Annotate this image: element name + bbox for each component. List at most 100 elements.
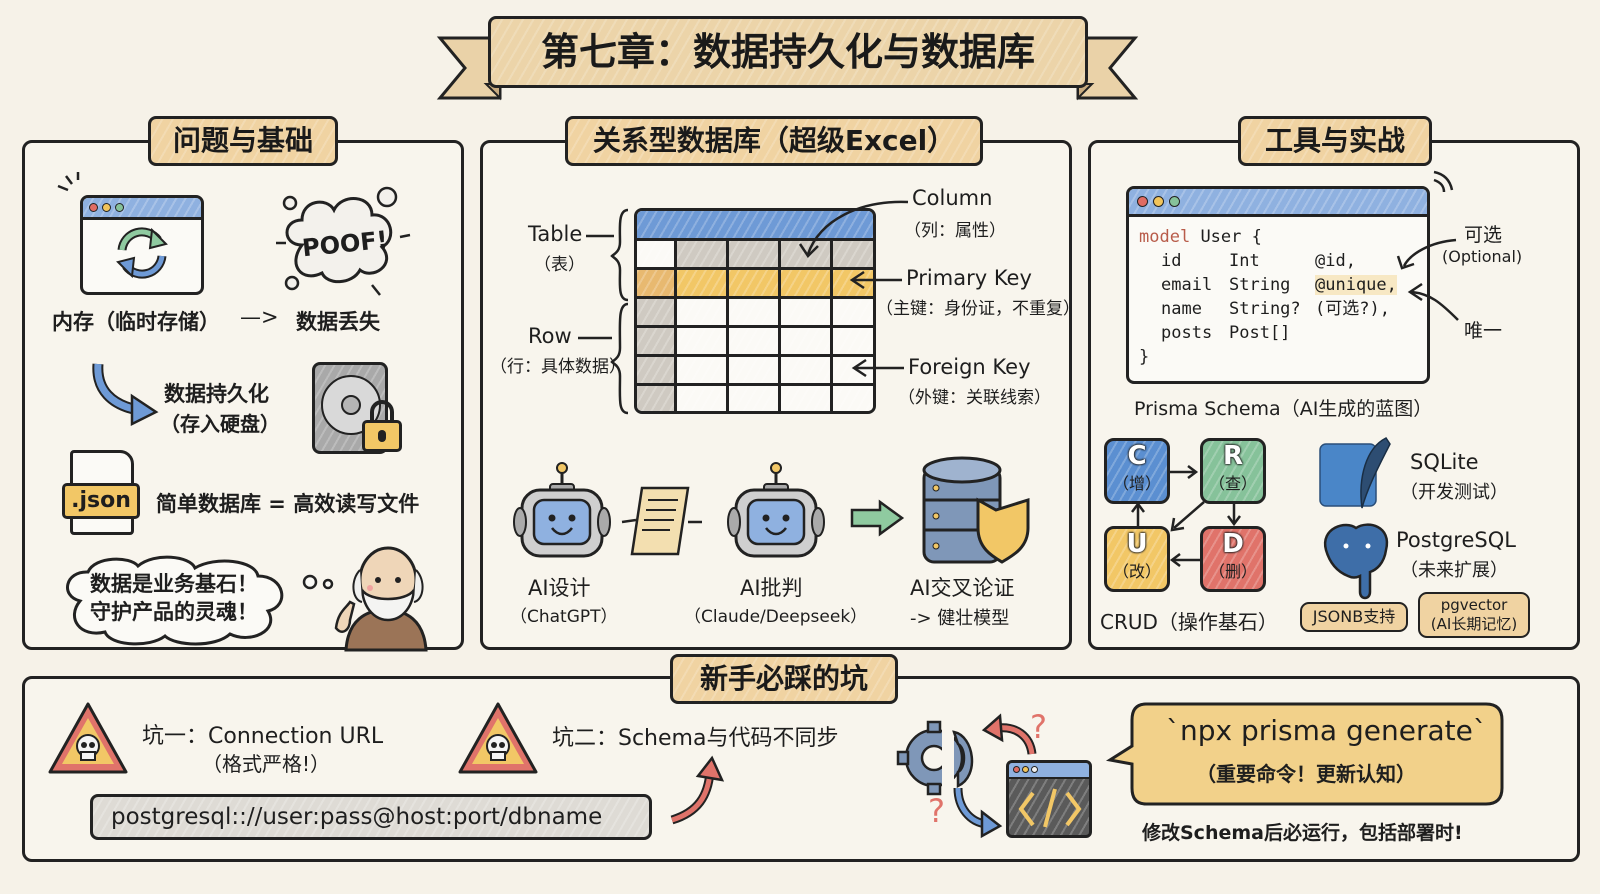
page-title: 第七章：数据持久化与数据库 bbox=[488, 16, 1088, 88]
table-cell bbox=[729, 386, 781, 411]
crud-label: （增） bbox=[1112, 474, 1161, 493]
sqlite-label: SQLite bbox=[1410, 450, 1479, 474]
optional-label: 可选 bbox=[1464, 224, 1503, 246]
ai-cross-label: AI交叉论证 bbox=[910, 576, 1015, 600]
table-cell bbox=[833, 270, 873, 299]
code-field: id bbox=[1161, 251, 1182, 271]
table-cell bbox=[637, 357, 677, 386]
crud-letter: D bbox=[1222, 529, 1244, 559]
foreign-key-label: Foreign Key bbox=[908, 355, 1031, 379]
db-table-diagram bbox=[634, 208, 876, 414]
robot-designer-icon bbox=[513, 462, 611, 558]
table-cell bbox=[677, 386, 729, 411]
persistence-sub: （存入硬盘） bbox=[160, 412, 280, 436]
crud-box-u: U （改） bbox=[1104, 526, 1170, 592]
command-note: 修改Schema后必运行，包括部署时! bbox=[1142, 822, 1463, 844]
json-badge: .json bbox=[62, 483, 140, 519]
right-arrow-icon bbox=[850, 499, 905, 537]
ai-critique-sub: （Claude/Deepseek） bbox=[684, 607, 868, 627]
pitfall-1-label: 坑一：Connection URL bbox=[142, 724, 384, 749]
crud-diagram: C （增） R （查） U （改） D （删） bbox=[1104, 438, 1270, 594]
table-cell bbox=[729, 357, 781, 386]
column-sub: （列：属性） bbox=[904, 221, 1006, 241]
data-lost-label: 数据丢失 bbox=[296, 310, 380, 334]
postgresql-label: PostgreSQL bbox=[1396, 528, 1516, 552]
code-attr: @id, bbox=[1315, 251, 1356, 271]
table-cell bbox=[729, 270, 781, 299]
crud-label: （改） bbox=[1112, 562, 1161, 581]
table-cell bbox=[729, 328, 781, 357]
table-cell bbox=[781, 241, 833, 270]
crud-letter: U bbox=[1126, 529, 1148, 559]
primary-key-label: Primary Key bbox=[906, 266, 1032, 290]
crud-caption: CRUD（操作基石） bbox=[1100, 610, 1278, 634]
bubble-line-1: 数据是业务基石！ bbox=[90, 572, 258, 596]
code-field: posts bbox=[1161, 323, 1213, 343]
postgresql-logo-icon bbox=[1323, 523, 1389, 600]
padlock-icon bbox=[362, 400, 402, 452]
table-cell bbox=[677, 357, 729, 386]
table-cell bbox=[781, 328, 833, 357]
panel-basics-title: 问题与基础 bbox=[148, 116, 338, 166]
thought-bubble bbox=[66, 555, 284, 646]
pgvector-label: pgvector bbox=[1440, 596, 1508, 614]
code-field: email bbox=[1161, 275, 1213, 295]
foreign-key-sub: （外键：关联线索） bbox=[898, 388, 1051, 408]
jsonb-badge: JSONB支持 bbox=[1300, 602, 1408, 632]
primary-key-sub: （主键：身份证，不重复） bbox=[876, 299, 1080, 319]
database-shield-icon bbox=[922, 456, 1030, 564]
table-cell bbox=[677, 299, 729, 328]
crud-label: （删） bbox=[1208, 562, 1257, 581]
code-model-name: User { bbox=[1200, 227, 1262, 247]
ai-critique-label: AI批判 bbox=[740, 576, 803, 600]
panel-relational-title: 关系型数据库（超级Excel） bbox=[565, 116, 983, 166]
question-mark-2: ? bbox=[928, 792, 945, 830]
panel-pitfalls-title: 新手必踩的坑 bbox=[670, 654, 898, 704]
code-type: Post[] bbox=[1229, 323, 1291, 343]
curved-arrow-icon bbox=[92, 363, 159, 427]
json-description: 简单数据库 = 高效读写文件 bbox=[156, 492, 420, 516]
blue-arrow-icon bbox=[953, 787, 1003, 839]
table-header-bar bbox=[637, 211, 873, 241]
table-cell bbox=[677, 270, 729, 299]
row-label-line bbox=[578, 336, 612, 340]
window-maximize-dot bbox=[1169, 196, 1180, 207]
crud-box-d: D （删） bbox=[1200, 526, 1266, 592]
schema-annotation-arrows bbox=[1396, 238, 1459, 321]
row-label: Row bbox=[528, 324, 572, 348]
table-cell bbox=[637, 328, 677, 357]
broken-gear-icon bbox=[896, 718, 974, 802]
robot-critic-icon bbox=[727, 462, 825, 558]
table-cell bbox=[637, 386, 677, 411]
table-cell bbox=[729, 241, 781, 270]
table-cell bbox=[833, 357, 873, 386]
code-type: String bbox=[1229, 275, 1291, 295]
crud-label: （查） bbox=[1208, 474, 1257, 493]
table-label: Table bbox=[528, 222, 583, 246]
table-cell bbox=[833, 328, 873, 357]
pitfall-2-label: 坑二：Schema与代码不同步 bbox=[552, 726, 839, 751]
window-close-dot bbox=[1137, 196, 1148, 207]
table-cell bbox=[637, 241, 677, 270]
command-text[interactable]: `npx prisma generate` bbox=[1166, 714, 1487, 747]
sqlite-logo-icon bbox=[1319, 437, 1391, 509]
row-sub: （行：具体数据） bbox=[490, 357, 626, 377]
pgvector-badge: pgvector (AI长期记忆) bbox=[1418, 592, 1530, 638]
pgvector-sub: (AI长期记忆) bbox=[1430, 615, 1518, 633]
table-annotation-arrows bbox=[798, 200, 909, 378]
crud-letter: R bbox=[1222, 441, 1244, 471]
unique-label: 唯一 bbox=[1464, 320, 1503, 342]
code-type: String? bbox=[1229, 299, 1301, 319]
pitfall-1-sub: （格式严格!） bbox=[202, 752, 331, 776]
table-cell bbox=[637, 299, 677, 328]
sage-character-icon bbox=[334, 546, 428, 652]
crud-letter: C bbox=[1127, 441, 1147, 471]
table-cell bbox=[833, 386, 873, 411]
connection-url-box[interactable]: postgresql:://user:pass@host:port/dbname bbox=[90, 794, 652, 840]
optional-sub: (Optional) bbox=[1442, 247, 1523, 266]
sqlite-sub: （开发测试） bbox=[1400, 482, 1508, 503]
table-brace bbox=[610, 208, 629, 415]
table-sub: （表） bbox=[534, 255, 585, 275]
spark-lines bbox=[57, 172, 80, 192]
